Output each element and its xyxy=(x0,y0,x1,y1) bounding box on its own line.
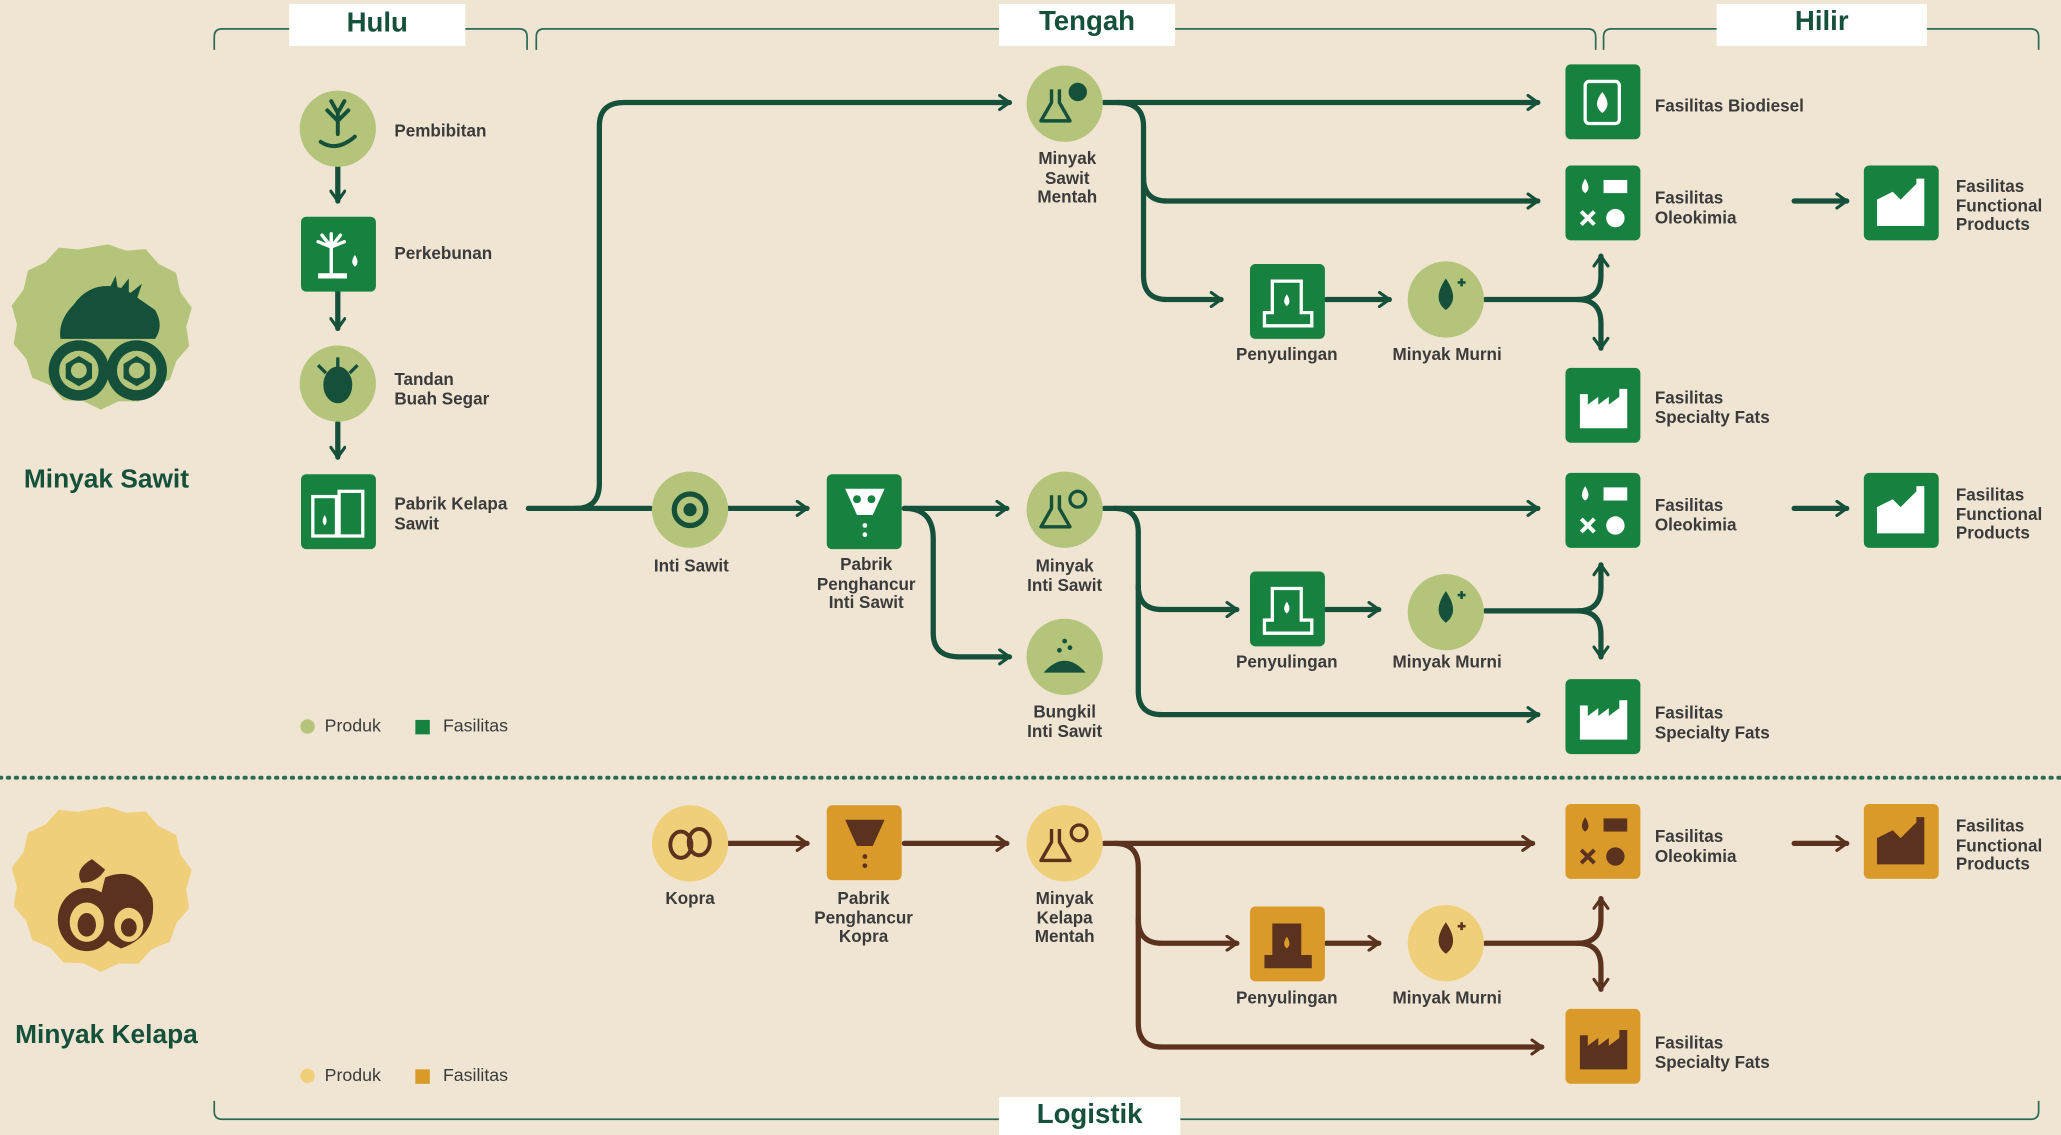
label-perkebunan: Perkebunan xyxy=(394,243,493,263)
stage-header-tengah: Tengah xyxy=(1038,6,1136,37)
label-minyak-murni-kelapa: Minyak Murni xyxy=(1392,987,1502,1008)
legend-facility-label-palm: Fasilitas xyxy=(442,715,509,736)
coconut-badge xyxy=(11,806,192,972)
label-fasilitas-oleokimia-1: Fasilitas Oleokimia xyxy=(1654,187,1737,227)
product-node-minyak-sawit-mentah xyxy=(1026,65,1103,142)
facility-node-penyulingan-2 xyxy=(1249,571,1325,647)
coconut-fruit-icon xyxy=(57,859,154,952)
label-kopra: Kopra xyxy=(665,888,715,908)
label-fasilitas-specialty-fats-1: Fasilitas Specialty Fats xyxy=(1654,387,1770,427)
legend-product-dot-coconut xyxy=(300,1068,315,1084)
stage-header-hilir: Hilir xyxy=(1794,6,1849,37)
label-fasilitas-functional-1: Fasilitas Functional Products xyxy=(1955,176,2043,234)
product-node-minyak-inti-sawit xyxy=(1026,471,1103,548)
label-inti-sawit: Inti Sawit xyxy=(653,555,729,576)
legend-facility-square-coconut xyxy=(415,1069,430,1084)
label-penyulingan-2: Penyulingan xyxy=(1235,651,1338,672)
label-pabrik-penghancur-kopra: Pabrik Penghancur Kopra xyxy=(814,888,913,946)
product-node-minyak-murni-1 xyxy=(1407,261,1484,338)
label-fasilitas-specialty-fats-2: Fasilitas Specialty Fats xyxy=(1654,702,1770,742)
facility-node-pabrik-penghancur-kopra xyxy=(826,805,902,881)
facility-node-perkebunan xyxy=(300,216,376,292)
coconut-flow-lines xyxy=(725,843,1850,1047)
product-node-inti-sawit xyxy=(651,471,729,548)
product-node-minyak-murni-2 xyxy=(1407,574,1484,651)
facility-node-penyulingan-kelapa xyxy=(1249,906,1325,982)
legend-product-label-coconut: Produk xyxy=(324,1065,381,1086)
facility-node-functional-kelapa xyxy=(1863,803,1939,879)
legend-facility-square-palm xyxy=(415,719,430,735)
facility-node-biodiesel xyxy=(1565,64,1641,140)
stage-header-hulu: Hulu xyxy=(346,7,408,39)
commodity-title-palm: Minyak Sawit xyxy=(23,465,190,494)
product-node-tandan-buah-segar xyxy=(299,345,376,422)
label-fasilitas-oleokimia-kelapa: Fasilitas Oleokimia xyxy=(1654,826,1737,866)
label-minyak-kelapa-mentah: Minyak Kelapa Mentah xyxy=(1034,888,1095,946)
label-penyulingan-1: Penyulingan xyxy=(1235,344,1338,364)
product-node-bungkil-inti-sawit xyxy=(1026,618,1103,695)
label-minyak-murni-2: Minyak Murni xyxy=(1392,651,1502,672)
facility-node-specialty-kelapa xyxy=(1565,1008,1641,1084)
label-pabrik-kelapa-sawit: Pabrik Kelapa Sawit xyxy=(394,493,508,533)
label-minyak-murni-1: Minyak Murni xyxy=(1392,344,1502,364)
label-fasilitas-functional-2: Fasilitas Functional Products xyxy=(1955,484,2043,543)
facility-node-oleokimia-2 xyxy=(1565,472,1641,548)
label-minyak-inti-sawit: Minyak Inti Sawit xyxy=(1027,555,1103,595)
facility-node-oleokimia-kelapa xyxy=(1565,803,1641,879)
product-node-minyak-murni-kelapa xyxy=(1407,905,1484,982)
facility-node-functional-2 xyxy=(1863,472,1939,548)
facility-node-specialty-2 xyxy=(1565,679,1641,755)
facility-node-oleokimia-1 xyxy=(1565,165,1641,241)
header-box-logistik xyxy=(998,1096,1181,1135)
product-node-pembibitan xyxy=(299,90,376,167)
label-bungkil-inti-sawit: Bungkil Inti Sawit xyxy=(1027,701,1103,741)
label-fasilitas-oleokimia-2: Fasilitas Oleokimia xyxy=(1654,495,1737,535)
legend-product-label-palm: Produk xyxy=(324,715,381,736)
facility-node-penyulingan-1 xyxy=(1249,264,1325,339)
stage-brackets xyxy=(213,28,2040,1121)
product-node-kopra xyxy=(651,805,729,882)
header-box-hulu xyxy=(289,3,466,46)
label-penyulingan-kelapa: Penyulingan xyxy=(1235,987,1338,1008)
facility-node-functional-1 xyxy=(1863,165,1939,241)
product-node-minyak-kelapa-mentah xyxy=(1026,805,1103,882)
header-box-tengah xyxy=(998,3,1176,46)
legend-product-dot-palm xyxy=(300,719,315,734)
label-pabrik-penghancur-inti-sawit: Pabrik Penghancur Inti Sawit xyxy=(816,554,916,613)
facility-node-pabrik-kelapa-sawit xyxy=(300,474,376,550)
label-minyak-sawit-mentah: Minyak Sawit Mentah xyxy=(1037,148,1098,207)
label-fasilitas-biodiesel: Fasilitas Biodiesel xyxy=(1654,95,1804,116)
label-tandan-buah-segar: Tandan Buah Segar xyxy=(394,369,490,408)
label-fasilitas-functional-kelapa: Fasilitas Functional Products xyxy=(1955,815,2043,874)
stage-header-logistik: Logistik xyxy=(1036,1099,1143,1130)
facility-node-specialty-1 xyxy=(1565,367,1641,443)
label-pembibitan: Pembibitan xyxy=(394,120,487,141)
header-box-hilir xyxy=(1716,3,1927,46)
commodity-title-coconut: Minyak Kelapa xyxy=(15,1020,198,1050)
legend-facility-label-coconut: Fasilitas xyxy=(442,1065,509,1086)
palm-flow-lines xyxy=(338,102,1850,714)
palm-fruit-icon xyxy=(48,275,167,401)
facility-node-pabrik-penghancur-inti-sawit xyxy=(826,474,902,550)
label-fasilitas-specialty-fats-kelapa: Fasilitas Specialty Fats xyxy=(1654,1032,1770,1072)
